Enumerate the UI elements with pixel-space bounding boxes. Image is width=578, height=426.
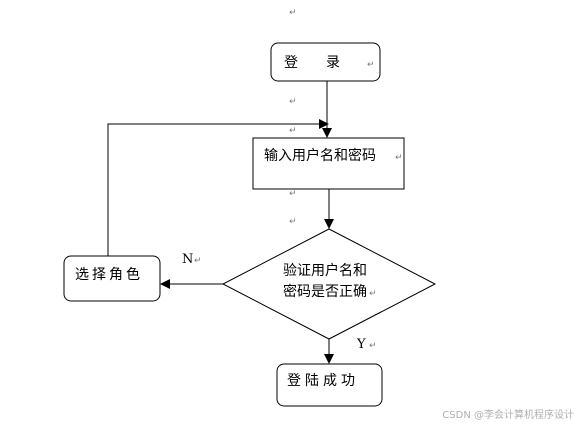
login-success-node: 登陆成功 xyxy=(276,363,383,407)
choose-role-label: 选择角色 xyxy=(75,266,143,283)
login-success-label: 登陆成功 xyxy=(287,373,359,389)
paragraph-mark: ↵ xyxy=(395,153,403,163)
yes-label: Y xyxy=(356,337,366,352)
input-credentials-node: 输入用户名和密码 ↵ xyxy=(252,137,405,190)
verify-decision-node: 验证用户名和 密码是否正确 ↵ xyxy=(221,228,437,340)
paragraph-mark: ↵ xyxy=(289,189,297,199)
no-label: N xyxy=(182,252,193,267)
paragraph-mark: ↵ xyxy=(289,8,297,18)
login-label: 登 录 xyxy=(284,55,340,71)
choose-role-node: 选择角色 xyxy=(63,255,161,302)
login-node: 登 录 ↵ xyxy=(270,42,381,82)
watermark-text: CSDN @李会计算机程序设计 xyxy=(442,408,574,421)
paragraph-mark: ↵ xyxy=(369,289,377,299)
paragraph-mark: ↵ xyxy=(289,97,297,107)
input-credentials-label: 输入用户名和密码 xyxy=(264,147,376,164)
arrow-role-back-to-input xyxy=(107,119,329,256)
paragraph-mark: ↵ xyxy=(289,217,297,227)
verify-label-line2: 密码是否正确 xyxy=(283,283,367,300)
paragraph-mark: ↵ xyxy=(289,126,297,136)
verify-label-line1: 验证用户名和 xyxy=(283,262,367,279)
paragraph-mark: ↵ xyxy=(367,60,375,70)
paragraph-mark: ↵ xyxy=(194,256,202,266)
paragraph-mark: ↵ xyxy=(369,341,377,351)
